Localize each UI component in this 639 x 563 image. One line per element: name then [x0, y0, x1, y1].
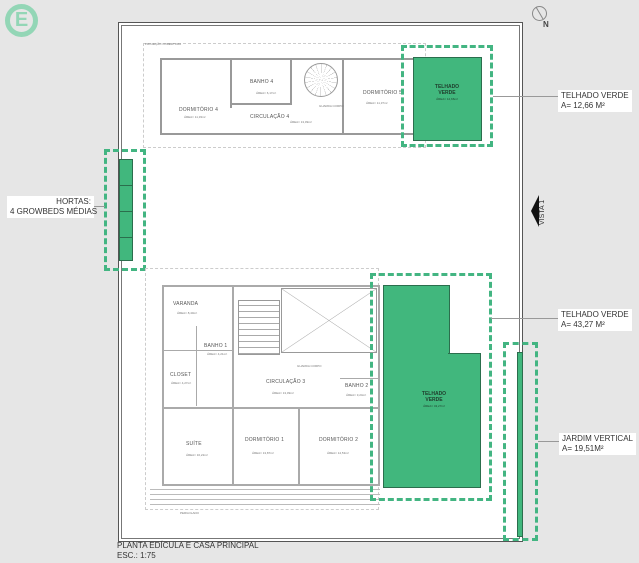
green-roof-lower-b [448, 353, 481, 488]
upper-wall-banho4 [290, 58, 292, 103]
room-varanda-area: ÁREA= 8,40m² [177, 311, 198, 315]
green-roof-lower-area: ÁREA= 43,27m² [423, 404, 445, 408]
lower-wall-v1 [232, 285, 234, 486]
upper-wall-left [160, 58, 162, 135]
room-dormitorio-2-area: ÁREA= 14,53m² [327, 451, 349, 455]
vertical-garden [517, 352, 523, 537]
lower-wall-v2 [298, 407, 300, 486]
lower-outer-walls [162, 285, 380, 486]
room-banho-4: BANHO 4 [250, 79, 274, 85]
lower-wall-banho2 [340, 378, 380, 379]
callout-hortas: HORTAS: 4 GROWBEDS MÉDIAS [7, 196, 98, 218]
logo-letter: E [14, 9, 29, 31]
callout-telhado-verde-2-title: TELHADO VERDE [561, 310, 629, 319]
vista-arrow-icon [531, 195, 539, 227]
room-closet-area: ÁREA= 4,27m² [171, 381, 192, 385]
lower-wall-varanda [162, 350, 232, 351]
room-dormitorio-1: DORMITÓRIO 1 [245, 437, 285, 443]
green-roof-upper-highlight [401, 45, 493, 147]
room-banho-1-area: ÁREA= 4,21m² [207, 352, 228, 356]
spiral-stair-icon [304, 63, 338, 97]
room-dormitorio-5-area: ÁREA= 11,37m² [366, 101, 388, 105]
upper-wall-banho-bottom [232, 103, 292, 105]
green-roof-lower-line1: TELHADO [421, 391, 447, 397]
callout-jardim-vertical: JARDIM VERTICAL A= 19,51M² [559, 433, 636, 455]
callout-leader-hortas [88, 206, 105, 207]
room-circulacao-3: CIRCULAÇÃO 3 [266, 379, 306, 385]
upper-wall-dorm5 [342, 58, 344, 135]
callout-telhado-verde-2: TELHADO VERDE A= 43,27 M² [558, 309, 632, 331]
green-roof-upper-line2: VERDE [438, 90, 456, 96]
label-guarda-corpo-lower: GUARDA CORPO [297, 364, 322, 368]
room-circulacao-4: CIRCULAÇÃO 4 [250, 114, 290, 120]
label-pergolado: PERGOLADO [180, 511, 200, 515]
callout-jardim-vertical-area: A= 19,51M² [562, 444, 604, 453]
callout-telhado-verde-1: TELHADO VERDE A= 12,66 M² [558, 90, 632, 112]
green-roof-lower-label: TELHADO VERDE ÁREA= 43,27m² [414, 391, 454, 409]
room-varanda: VARANDA [173, 301, 199, 307]
green-roof-upper-line1: TELHADO [434, 84, 460, 90]
green-roof-upper-label: TELHADO VERDE ÁREA= 12,66m² [427, 84, 467, 102]
label-guarda-corpo-upper: GUARDA CORPO [319, 104, 344, 108]
room-suite-area: ÁREA= 16,22m² [186, 453, 208, 457]
green-roof-lower-highlight [370, 273, 492, 501]
room-banho-2-area: ÁREA= 3,24m² [346, 393, 367, 397]
callout-telhado-verde-1-title: TELHADO VERDE [561, 91, 629, 100]
upper-wall-top [160, 58, 418, 60]
room-banho-4-area: ÁREA= 6,17m² [256, 91, 277, 95]
callout-leader-jardim [538, 441, 560, 442]
stair-void [281, 288, 377, 353]
green-roof-upper-area: ÁREA= 12,66m² [436, 97, 458, 101]
hortas-highlight [104, 149, 146, 271]
room-dormitorio-1-area: ÁREA= 13,87m² [252, 451, 274, 455]
callout-leader-telhado-1 [493, 96, 559, 97]
room-suite: SUÍTE [186, 441, 202, 447]
callout-leader-telhado-2 [491, 318, 559, 319]
room-circulacao-4-area: ÁREA= 13,09m² [290, 120, 312, 124]
lower-wall-h-bedrooms [162, 407, 380, 409]
room-dormitorio-5: DORMITÓRIO 5 [363, 90, 403, 96]
logo-e-icon: E [5, 4, 38, 37]
growbed-3 [120, 212, 132, 238]
room-banho-1: BANHO 1 [204, 343, 228, 349]
north-label: N [543, 20, 549, 29]
vertical-garden-highlight [503, 342, 538, 541]
callout-hortas-title: HORTAS: [56, 197, 91, 206]
lower-wall-banho1 [196, 326, 197, 406]
growbed-2 [120, 186, 132, 212]
room-banho-2: BANHO 2 [345, 383, 369, 389]
green-roof-upper [413, 57, 482, 141]
upper-wall-bottom [160, 133, 418, 135]
staircase-icon [238, 300, 280, 355]
caption-scale: ESC.: 1:75 [117, 551, 156, 560]
upper-wall-dorm4 [230, 58, 232, 108]
green-roof-lower-line2: VERDE [425, 397, 443, 403]
caption-title: PLANTA EDÍCULA E CASA PRINCIPAL [117, 541, 259, 550]
north-arrow-icon [532, 6, 547, 21]
vista-label: VISTA 1 [539, 199, 546, 225]
growbed-1 [120, 160, 132, 186]
room-closet: CLOSET [170, 372, 192, 378]
callout-telhado-verde-1-area: A= 12,66 M² [561, 101, 605, 110]
drawing-caption: PLANTA EDÍCULA E CASA PRINCIPAL ESC.: 1:… [117, 541, 259, 561]
room-dormitorio-2: DORMITÓRIO 2 [319, 437, 359, 443]
callout-jardim-vertical-title: JARDIM VERTICAL [562, 434, 633, 443]
pergola [150, 486, 380, 505]
projection-label-upper: PROJEÇÃO COBERTURA [145, 42, 182, 46]
growbeds [119, 159, 133, 261]
room-circulacao-3-area: ÁREA= 13,09m² [272, 391, 294, 395]
callout-hortas-desc: 4 GROWBEDS MÉDIAS [10, 207, 98, 216]
callout-telhado-verde-2-area: A= 43,27 M² [561, 320, 605, 329]
room-dormitorio-4-area: ÁREA= 11,33m² [184, 115, 206, 119]
room-dormitorio-4: DORMITÓRIO 4 [179, 107, 219, 113]
